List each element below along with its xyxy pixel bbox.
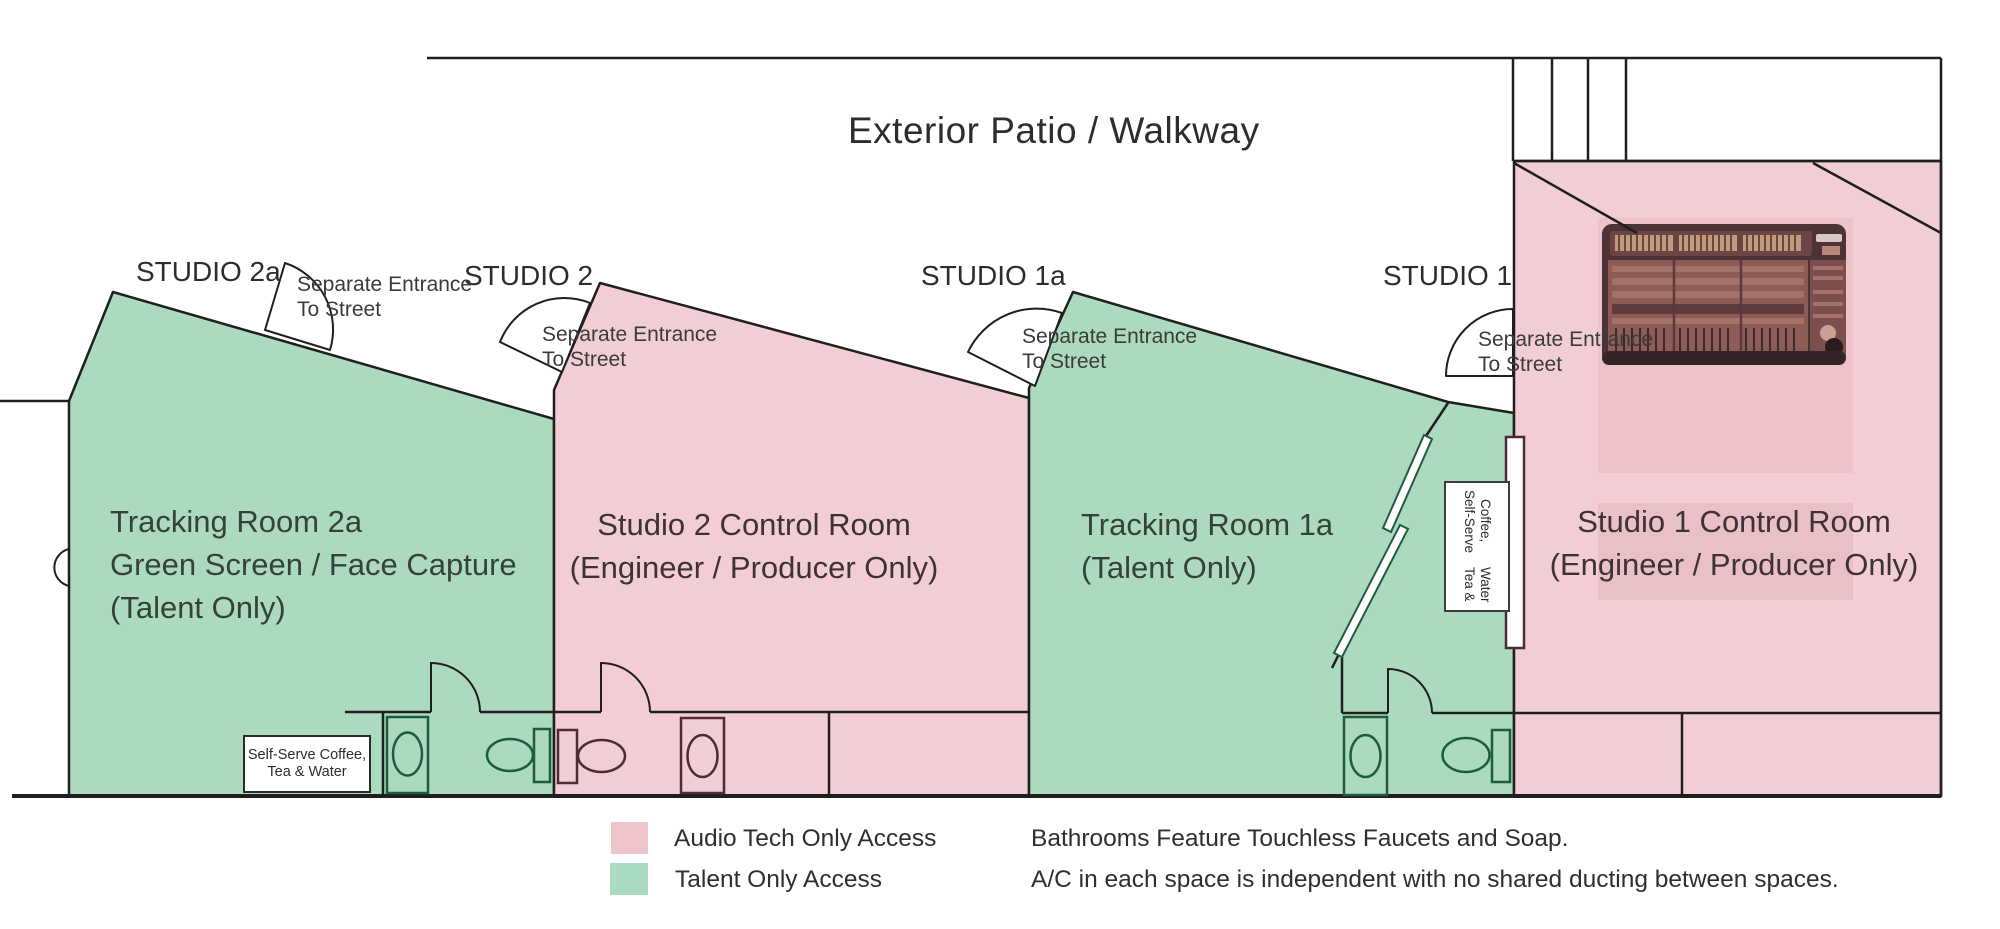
entrance-line2: To Street bbox=[542, 348, 627, 371]
room-access: (Engineer / Producer Only) bbox=[1549, 547, 1919, 582]
legend-label-talent: Talent Only Access bbox=[675, 866, 882, 893]
room-access: (Engineer / Producer Only) bbox=[569, 550, 939, 585]
sink-basin-green-2a bbox=[391, 731, 424, 777]
bathroom-doors bbox=[53, 548, 1433, 714]
door-green-bathroom bbox=[430, 661, 481, 713]
toilet-bowl-pink bbox=[576, 738, 627, 774]
entrance-label-studio-1: Separate Entrance To Street bbox=[1478, 327, 1653, 377]
tracking-room-2a-label: Tracking Room 2a Green Screen / Face Cap… bbox=[110, 500, 517, 629]
room-areas bbox=[67, 159, 1943, 798]
studio-1-control-room-label: Studio 1 Control Room (Engineer / Produc… bbox=[1532, 500, 1936, 586]
entrance-label-studio-2a: Separate Entrance To Street bbox=[297, 272, 472, 322]
entrance-line2: To Street bbox=[297, 298, 382, 321]
legend-label-audio-tech: Audio Tech Only Access bbox=[674, 825, 937, 852]
entry-columns bbox=[1511, 58, 1941, 163]
studio-1-label: STUDIO 1 bbox=[1383, 260, 1513, 291]
room-name: Studio 2 Control Room bbox=[597, 507, 911, 542]
entrance-line1: Separate Entrance bbox=[1022, 325, 1198, 348]
green-bathroom-fixtures bbox=[385, 715, 1512, 797]
entrance-label-studio-2: Separate Entrance To Street bbox=[542, 322, 717, 372]
interior-walls bbox=[345, 402, 1941, 796]
entrance-door-studio-2a bbox=[264, 262, 335, 351]
entrance-door-studio-2 bbox=[499, 297, 591, 373]
entrance-door-studio-1 bbox=[1445, 308, 1514, 377]
coffee-line1: Self-Serve Coffee, bbox=[1462, 489, 1493, 553]
mixing-console-image bbox=[1602, 224, 1846, 365]
studio-1-ceiling-diagonals bbox=[1513, 161, 1942, 235]
entrance-line2: To Street bbox=[1022, 350, 1107, 373]
coffee-station-label-1: Self-Serve Coffee, Tea & Water bbox=[1444, 481, 1510, 612]
coffee-line2: Tea & Water bbox=[267, 764, 347, 780]
tracking-1a-corner-wall bbox=[1422, 402, 1450, 440]
entrance-door-studio-1a bbox=[967, 307, 1063, 387]
legend-swatch-audio-tech bbox=[611, 822, 648, 854]
windows bbox=[1332, 433, 1526, 659]
room-access: (Talent Only) bbox=[110, 590, 286, 625]
studio-2-control-room-label: Studio 2 Control Room (Engineer / Produc… bbox=[552, 503, 956, 589]
pink-bathroom-fixtures bbox=[556, 716, 726, 795]
bathroom-wall-1a bbox=[1340, 648, 1514, 715]
entrance-line2: To Street bbox=[1478, 353, 1563, 376]
room-subtitle: Green Screen / Face Capture bbox=[110, 547, 517, 582]
sink-green-2a bbox=[385, 715, 430, 795]
exterior-walls bbox=[0, 56, 1943, 796]
label-highlight-band bbox=[1598, 503, 1853, 600]
door-pink-bathroom bbox=[600, 661, 651, 713]
tracking-room-1a-label: Tracking Room 1a (Talent Only) bbox=[1081, 503, 1333, 589]
coffee-line1: Self-Serve Coffee, bbox=[247, 747, 367, 763]
sink-pink bbox=[679, 716, 726, 795]
note-ac: A/C in each space is independent with no… bbox=[1031, 866, 1839, 893]
legend-swatch-talent bbox=[610, 863, 648, 895]
angled-window-panel-1 bbox=[1332, 523, 1410, 659]
door-1a-bathroom bbox=[1387, 667, 1433, 714]
sink-basin-1a bbox=[1349, 733, 1382, 779]
room-access: (Talent Only) bbox=[1081, 550, 1257, 585]
left-wall-opening-arc bbox=[53, 548, 70, 587]
toilet-tank-green-2a bbox=[532, 727, 552, 784]
toilet-bowl-1a bbox=[1441, 736, 1491, 774]
entrance-line1: Separate Entrance bbox=[542, 323, 718, 346]
angled-window-panel-2 bbox=[1381, 433, 1434, 534]
room-name: Tracking Room 2a bbox=[110, 504, 363, 539]
patio-title: Exterior Patio / Walkway bbox=[848, 110, 1260, 151]
studio-2-label: STUDIO 2 bbox=[464, 260, 594, 291]
entrance-label-studio-1a: Separate Entrance To Street bbox=[1022, 324, 1197, 374]
sink-1a bbox=[1342, 715, 1389, 797]
coffee-line2: Tea & Water bbox=[1462, 566, 1493, 603]
room-name: Tracking Room 1a bbox=[1081, 507, 1334, 542]
entrance-line1: Separate Entrance bbox=[1478, 328, 1654, 351]
toilet-tank-1a bbox=[1490, 728, 1512, 784]
note-bathrooms: Bathrooms Feature Touchless Faucets and … bbox=[1031, 825, 1569, 852]
studio-2a-label: STUDIO 2a bbox=[136, 256, 281, 287]
street-entrance-doors bbox=[264, 262, 1514, 387]
coffee-station-label-2a: Self-Serve Coffee, Tea & Water bbox=[243, 735, 371, 793]
entrance-line1: Separate Entrance bbox=[297, 273, 473, 296]
sink-basin-pink bbox=[686, 733, 719, 779]
room-name: Studio 1 Control Room bbox=[1577, 504, 1891, 539]
studio-1a-label: STUDIO 1a bbox=[921, 260, 1066, 291]
